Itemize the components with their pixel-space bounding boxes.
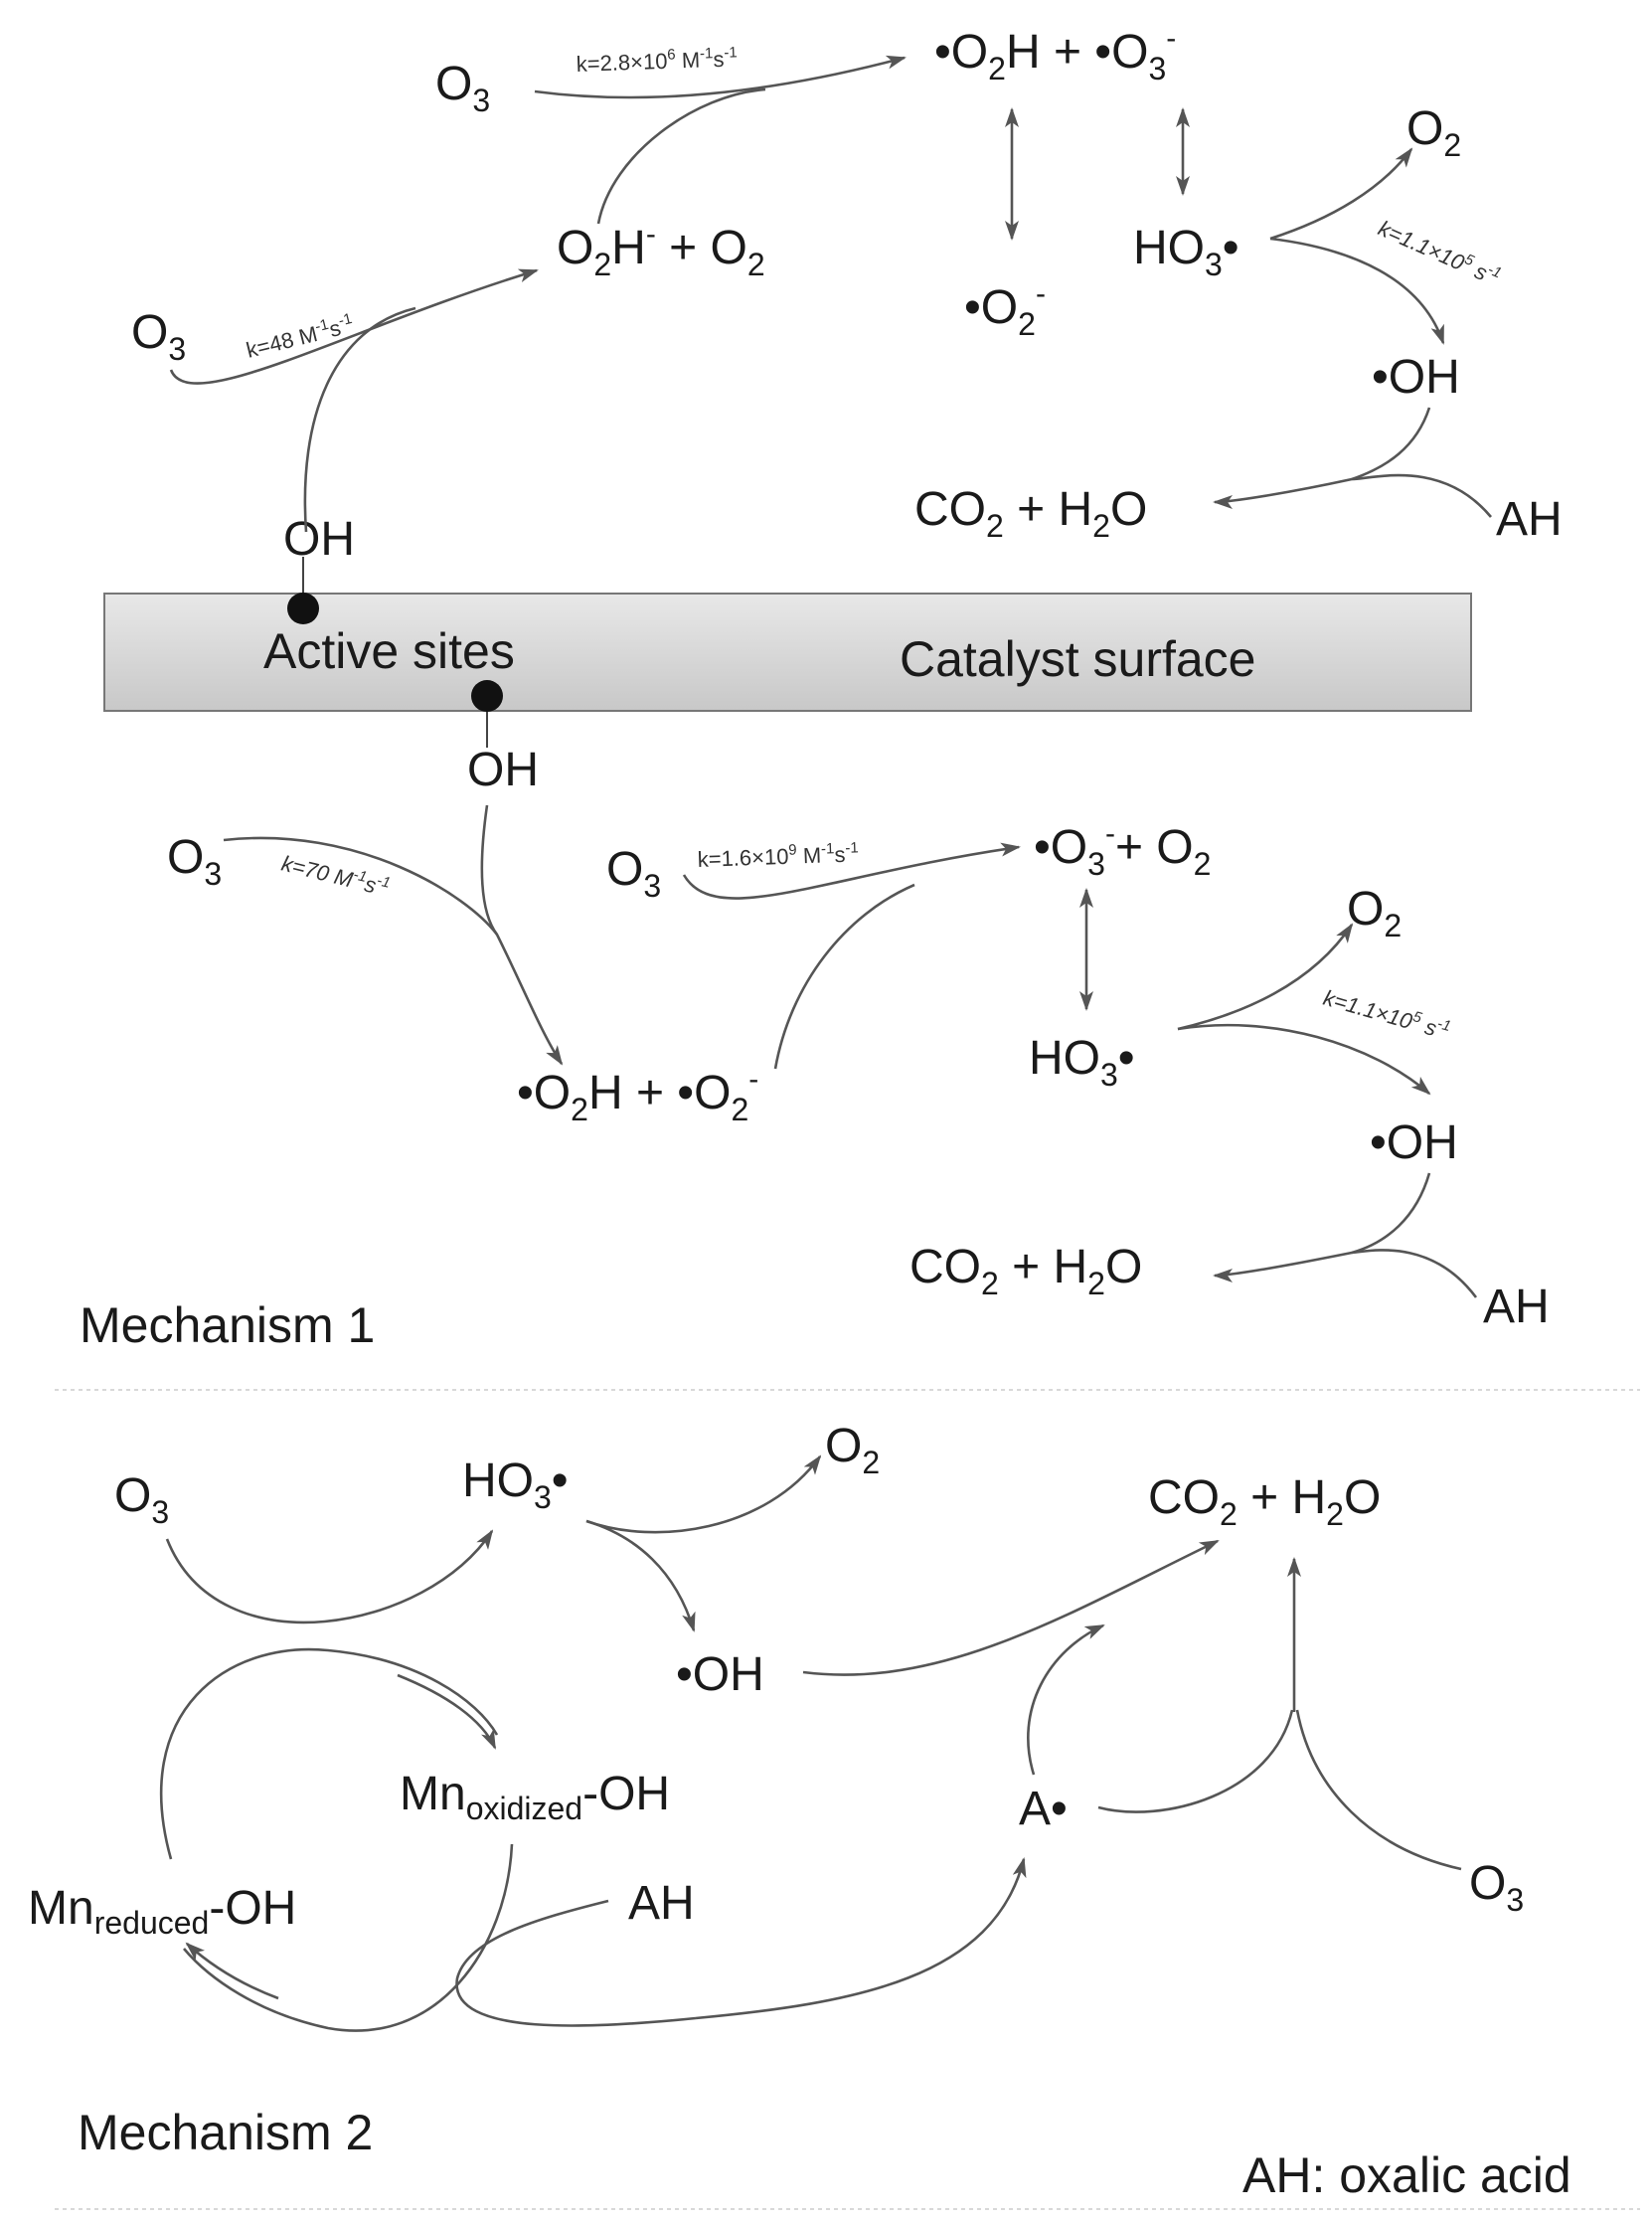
m1-top-arrow-to-co2 xyxy=(1213,473,1492,518)
m1-bot-o3-minus-o2: •O3-+ O2 xyxy=(1034,817,1211,882)
m1-top-arrow-oh-down xyxy=(1351,407,1431,481)
m1-bot-ah: AH xyxy=(1483,1281,1550,1333)
mechanism1-bottom-pathway: OH O3 O3 •O2H + •O2- •O3-+ O2 HO3• O2 •O… xyxy=(167,744,1550,1333)
m1-bot-arrow-to-oh-radical xyxy=(1177,1023,1431,1096)
m1-bot-oh: OH xyxy=(467,744,539,796)
catalyst-surface-label: Catalyst surface xyxy=(900,631,1255,687)
m2-arrow-ho3-to-o2 xyxy=(585,1454,822,1534)
catalyst-surface-bar xyxy=(103,593,1472,712)
m1-top-o3-a: O3 xyxy=(435,58,490,118)
m1-top-o2: O2 xyxy=(1406,102,1461,163)
m1-bot-arrow-to-radicals xyxy=(223,836,564,1066)
m1-top-oh-radical: •OH xyxy=(1372,351,1460,404)
m2-arrow-oh-to-co2 xyxy=(802,1539,1220,1676)
m1-top-arrow-oh-up xyxy=(303,306,416,533)
m1-top-co2-h2o: CO2 + H2O xyxy=(914,483,1147,544)
m1-top-ho3-radical: HO3• xyxy=(1133,222,1239,282)
m2-a-radical: A• xyxy=(1019,1783,1068,1835)
legend-ah-oxalic-acid: AH: oxalic acid xyxy=(1242,2147,1571,2203)
m1-bot-o2h-o2-radicals: •O2H + •O2- xyxy=(517,1063,758,1127)
m1-top-k2: k=2.8×106 M-1s-1 xyxy=(576,44,738,77)
m1-bot-arrow-to-o2 xyxy=(1177,923,1354,1031)
m1-bot-arrow-o2-up xyxy=(773,883,915,1070)
m2-ah: AH xyxy=(628,1877,695,1930)
active-site-dot-bottom xyxy=(471,680,503,712)
m1-bot-arrow-oh-down-2 xyxy=(1351,1172,1431,1255)
m1-top-arrow-to-radicals xyxy=(534,55,907,99)
m2-arrow-mnox-curve xyxy=(183,1843,514,2032)
m1-bot-k3: k=1.1×105 s-1 xyxy=(1321,983,1453,1045)
m2-arrow-o3-to-ho3 xyxy=(165,1529,494,1624)
m1-top-o2h-o3-radicals: •O2H + •O3- xyxy=(934,22,1176,86)
m1-top-arrow-to-oh-radical xyxy=(1269,237,1445,345)
m1-bot-oh-radical: •OH xyxy=(1370,1116,1458,1169)
m2-arrow-to-a-radical xyxy=(695,1857,1027,2020)
active-sites-label: Active sites xyxy=(263,623,515,679)
m1-bot-ho3-radical: HO3• xyxy=(1029,1032,1135,1093)
m2-o3-right: O3 xyxy=(1469,1857,1524,1918)
m1-top-arrow-to-o2 xyxy=(1269,147,1413,241)
m2-o3-left: O3 xyxy=(114,1469,169,1530)
m1-bot-arrow-to-co2 xyxy=(1213,1249,1478,1298)
m1-top-o2-minus-radical: •O2- xyxy=(964,277,1046,342)
m2-arrow-to-mnoxidized xyxy=(397,1673,497,1750)
mechanism1-label: Mechanism 1 xyxy=(80,1297,375,1353)
m1-top-o2h-minus-o2: O2H- + O2 xyxy=(557,218,765,282)
mechanism2-pathway: O3 HO3• O2 •OH CO2 + H2O Mnoxidized-OH M… xyxy=(28,1420,1524,2032)
m2-arrow-o3-right-curve xyxy=(1295,1709,1462,1871)
m1-bot-o2: O2 xyxy=(1347,883,1402,943)
m1-top-arrow-o2h-up xyxy=(596,87,766,225)
m2-co2-h2o: CO2 + H2O xyxy=(1148,1471,1381,1532)
m1-bot-arrow-to-o3-minus xyxy=(682,842,1021,900)
m1-top-oh: OH xyxy=(283,513,355,566)
m1-top-arrow-to-o2h xyxy=(169,268,539,385)
m2-mn-oxidized: Mnoxidized-OH xyxy=(400,1768,670,1826)
m2-arrow-mnred-arc xyxy=(159,1647,499,1860)
m1-bot-co2-h2o: CO2 + H2O xyxy=(909,1241,1142,1301)
m2-arrow-a-up xyxy=(1027,1624,1105,1776)
m1-top-o3-b: O3 xyxy=(131,306,186,367)
m1-bot-o3-a: O3 xyxy=(167,831,222,892)
m2-ho3-radical: HO3• xyxy=(462,1454,569,1515)
m2-arrow-ho3-to-oh xyxy=(585,1519,696,1632)
m1-bot-o3-b: O3 xyxy=(606,843,661,904)
active-site-dot-top xyxy=(287,593,319,624)
m2-arrow-a-right xyxy=(1097,1709,1294,1813)
m1-bot-k2: k=1.6×109 M-1s-1 xyxy=(697,839,859,872)
m2-arrow-to-mnreduced xyxy=(185,1942,279,2000)
mechanism2-label: Mechanism 2 xyxy=(78,2105,373,2160)
m1-bot-arrow-oh-down xyxy=(480,804,499,936)
m2-oh-radical: •OH xyxy=(676,1648,764,1701)
m2-o2: O2 xyxy=(825,1420,880,1480)
m2-arrow-ah-curve xyxy=(455,1899,697,2027)
m1-top-ah: AH xyxy=(1496,493,1563,546)
mechanism1-top-pathway: O3 O3 OH O2H- + O2 •O2H + •O3- •O2- HO3•… xyxy=(131,22,1563,566)
m2-mn-reduced: Mnreduced-OH xyxy=(28,1882,296,1941)
